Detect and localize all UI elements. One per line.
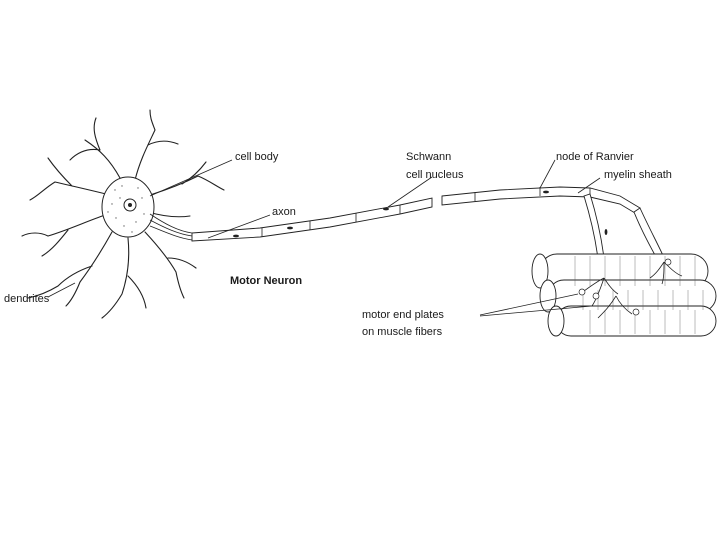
leader-dendrites (48, 283, 75, 297)
label-dendrites: dendrites (4, 293, 50, 305)
label-motor-end-plates-line1: motor end plates (362, 309, 444, 321)
axon-hillock (150, 214, 192, 240)
label-myelin-sheath: myelin sheath (604, 169, 672, 181)
label-cell-body: cell body (235, 151, 279, 163)
label-node-of-ranvier: node of Ranvier (556, 151, 634, 163)
axon-segment-1 (192, 198, 432, 241)
leader-cell-body (150, 160, 232, 196)
label-schwann-line2: cell nucleus (406, 169, 464, 181)
diagram-title: Motor Neuron (230, 275, 302, 287)
label-motor-end-plates-line2: on muscle fibers (362, 326, 443, 338)
label-axon: axon (272, 206, 296, 218)
leader-node-of-ranvier (540, 160, 555, 188)
axon-segment-2 (442, 187, 640, 216)
label-schwann-line1: Schwann (406, 151, 451, 163)
nucleolus (128, 203, 132, 207)
muscle-fibers (532, 254, 716, 336)
